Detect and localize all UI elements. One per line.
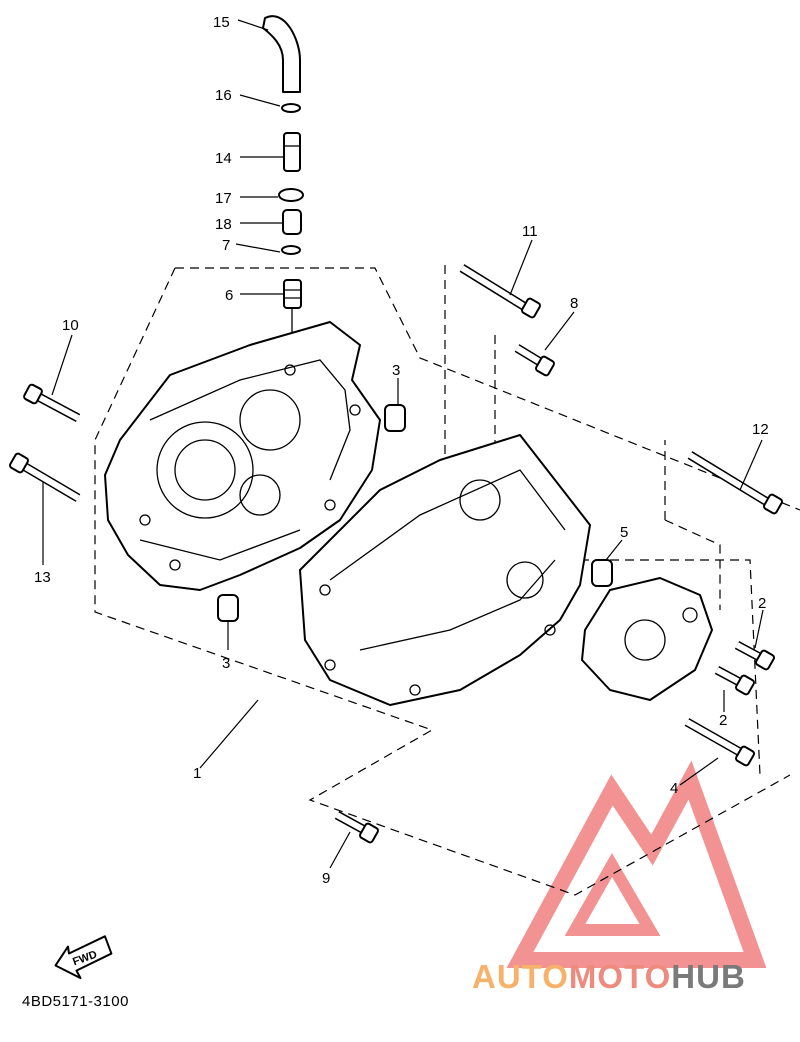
clip-16: [281, 103, 301, 113]
callout-3-lower: 3: [222, 655, 230, 672]
callout-8: 8: [570, 295, 578, 312]
bolt-10: [23, 383, 81, 422]
bolt-8: [514, 344, 555, 377]
crankcase-left: [104, 321, 381, 591]
watermark-logo: [506, 760, 767, 968]
callout-3-upper: 3: [392, 362, 400, 379]
callout-14: 14: [215, 150, 232, 167]
bolt-4: [684, 718, 755, 767]
forward-arrow-icon: FWD: [54, 935, 113, 980]
watermark-hub: HUB: [671, 958, 746, 995]
sleeve-18: [282, 209, 302, 235]
bolt-2-upper: [734, 641, 775, 671]
callout-16: 16: [215, 87, 232, 104]
callout-2-upper: 2: [758, 595, 766, 612]
callout-7: 7: [222, 237, 230, 254]
callout-9: 9: [322, 870, 330, 887]
watermark-moto: MOTO: [568, 958, 672, 995]
joint-14: [283, 132, 301, 172]
callout-6: 6: [225, 287, 233, 304]
clamp-17: [278, 188, 304, 202]
callout-18: 18: [215, 216, 232, 233]
bolt-11: [459, 264, 541, 319]
callout-15: 15: [213, 14, 230, 31]
fitting-6: [283, 279, 302, 355]
dowel-pin-3-lower: [217, 594, 239, 622]
callout-12: 12: [752, 421, 769, 438]
callout-13: 13: [34, 569, 51, 586]
dowel-pin-3-upper: [384, 404, 406, 432]
breather-hose-15: [262, 15, 301, 93]
bolt-12: [687, 451, 783, 515]
bolt-2-lower: [714, 666, 755, 696]
callout-5: 5: [620, 524, 628, 541]
callout-11: 11: [522, 223, 538, 240]
watermark-text: AUTOMOTOHUB: [472, 958, 746, 996]
clip-7: [281, 245, 301, 255]
dowel-pin-5: [591, 559, 613, 587]
bolt-9: [334, 811, 379, 844]
leader-lines: [42, 19, 764, 869]
crankcase-right: [299, 434, 591, 706]
crankcase-cover: [581, 577, 713, 701]
callout-10: 10: [62, 317, 79, 334]
callout-17: 17: [215, 190, 232, 207]
watermark-auto: AUTO: [472, 958, 569, 995]
callout-1: 1: [193, 765, 201, 782]
callout-2-lower: 2: [719, 712, 727, 729]
callout-4: 4: [670, 780, 678, 797]
part-code: 4BD5171-3100: [22, 993, 129, 1010]
bolt-13: [9, 452, 81, 502]
